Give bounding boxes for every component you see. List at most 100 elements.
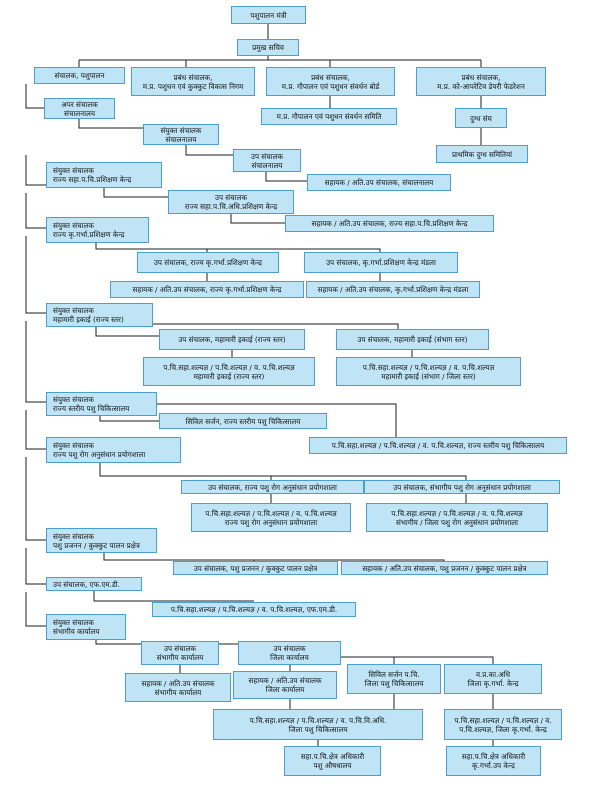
box-text-line: प.चि.सहा.शल्यज्ञ / प.चि.शल्यज्ञ / व. प.च… <box>391 508 523 518</box>
box-text-line: राज्य सहा.प.चि.अधि.प्रशिक्षण केन्द्र <box>184 202 278 211</box>
box-text-line: प.चि.सहा.शल्यज्ञ / प.चि.शल्यज्ञ / व. प.च… <box>331 441 545 450</box>
box-text-line: जिला कृ.गर्भा. केन्द्र <box>467 679 519 688</box>
box-text-line: सहायक / अति.उप संचालक, पशु प्रजनन / कुक्… <box>362 563 527 573</box>
box-text-line: उप संचालक, संभागीय पशु रोग अनुसंधान प्रय… <box>393 482 531 492</box>
box-text-line: संचालनालय <box>63 108 96 118</box>
asst-training-box: सहायक / अति.उप संचालक, राज्य सहा.प.चि.प्… <box>285 215 494 232</box>
box-text-line: संभागीय / जिला पशु रोग अनुसंधान प्रयोगशा… <box>396 517 518 527</box>
box-text-line: उप संचालक, महामारी इकाई (राज्य स्तर) <box>178 335 286 344</box>
box-text-line: उप संचालक, एफ.एम.डी. <box>53 579 120 589</box>
box-text-line: व.प्र.का.अधि <box>475 670 511 679</box>
box-text-line: प.चि.सहा.शल्यज्ञ / प.चि.शल्यज्ञ / व. <box>454 715 552 725</box>
box-text-line: संयुक्त संचालक <box>53 306 94 315</box>
dd-ai-state-box: उप संचालक, राज्य कृ.गर्भा.प्रशिक्षण केन्… <box>137 252 279 273</box>
box-text-line: सहा.प.चि.क्षेत्र अधिकारी <box>461 752 526 761</box>
vet-lab-state-box: प.चि.सहा.शल्यज्ञ / प.चि.शल्यज्ञ / व. प.च… <box>191 503 351 532</box>
box-text-line: उप संचालक <box>251 151 283 161</box>
box-text-line: उप संचालक, महामारी इकाई (संभाग स्तर) <box>357 335 468 344</box>
box-text-line: महामारी इकाई (राज्य स्तर) <box>193 371 265 381</box>
box-text-line: म.प्र. को-आपरेटिव डेयरी फेडरेशन <box>437 81 525 91</box>
box-text-line: उप संचालक <box>164 644 196 653</box>
dd-lab-state-box: उप संचालक, राज्य पशु रोग अनुसंधान प्रयोग… <box>181 480 364 494</box>
md-poultry-box: प्रबंध संचालक,म.प्र. पशुधन एवं कुक्कुट व… <box>131 67 255 96</box>
minister-box: पशुपालन मंत्री <box>231 6 306 24</box>
connector <box>394 656 494 664</box>
box-text-line: अपर संचालक <box>61 99 98 109</box>
box-text-line: संभागीय कार्यालय <box>53 627 100 636</box>
connector <box>103 188 168 198</box>
box-text-line: म.प्र. गौपालन एवं पशुधन संवर्धन समिति <box>276 112 382 121</box>
box-text-line: सहायक / अति.उप संचालक, राज्य सहा.प.चि.प्… <box>311 219 468 228</box>
box-text-line: संयुक्त संचालक <box>53 618 94 627</box>
md-gopalan-box: प्रबंध संचालक,म.प्र. गौपालन एवं पशुधन सं… <box>266 67 395 96</box>
vet-epidemic-state-box: प.चि.सहा.शल्यज्ञ / प.चि.शल्यज्ञ / व. प.च… <box>143 357 315 386</box>
box-text-line: प्रमुख सचिव <box>252 43 284 52</box>
principal-secretary-box: प्रमुख सचिव <box>237 39 299 56</box>
box-text-line: प.चि.सहा.शल्यज्ञ / प.चि.शल्यज्ञ / व. प.च… <box>163 362 295 372</box>
box-text-line: राज्य पशु रोग अनुसंधान प्रयोगशाला <box>224 517 318 527</box>
connector <box>25 592 46 627</box>
dd-fmd-box: उप संचालक, एफ.एम.डी. <box>46 577 142 591</box>
connector <box>25 548 46 585</box>
connector <box>254 559 445 561</box>
box-text-line: जिला कार्यालय <box>270 653 309 662</box>
box-text-line: प्रबंध संचालक, <box>173 72 213 82</box>
box-text-line: म.प्र. गौपालन एवं पशुधन संवर्धन बोर्ड <box>281 81 380 91</box>
box-text-line: प.चि.सहा.शल्यज्ञ / प.चि.शल्यज्ञ / व. प.च… <box>249 715 387 725</box>
connector <box>25 84 44 109</box>
connector <box>230 214 285 224</box>
box-text-line: सहा.प.चि.क्षेत्र अधिकारी <box>300 752 365 761</box>
asst-breeding-box: सहायक / अति.उप संचालक, पशु प्रजनन / कुक्… <box>341 561 548 575</box>
box-text-line: राज्य स्तरीय पशु चिकित्सालय <box>53 404 130 413</box>
box-text-line: प.चि.सहा.शल्यज्ञ / प.चि.शल्यज्ञ / व. प.च… <box>362 362 495 372</box>
connector <box>93 591 254 602</box>
connector <box>25 193 46 229</box>
connector <box>265 172 307 182</box>
box-text-line: सहायक / अति.उप संचालक, कृ.गर्भा.प्रशिक्ष… <box>317 285 469 294</box>
connector <box>99 463 272 480</box>
vet-epidemic-div-box: प.चि.सहा.शल्यज्ञ / प.चि.शल्यज्ञ / व. प.च… <box>336 357 521 386</box>
box-text-line: प्राथमिक दुग्ध समितियां <box>451 149 513 159</box>
connector <box>25 457 46 541</box>
connector <box>271 475 467 480</box>
box-text-line: संभागीय कार्यालय <box>156 653 204 662</box>
box-text-line: प्रबंध संचालक, <box>461 72 501 82</box>
box-text-line: म.प्र. पशुधन एवं कुक्कुट विकास निगम <box>142 81 244 91</box>
asst-ai-div-box: सहायक / अति.उप संचालक, कृ.गर्भा.प्रशिक्ष… <box>306 281 480 298</box>
connector <box>25 155 46 186</box>
connector <box>25 236 46 314</box>
dd-epidemic-div-box: उप संचालक, महामारी इकाई (संभाग स्तर) <box>336 329 489 350</box>
avfo-subcentre-box: सहा.प.चि.क्षेत्र अधिकारीकृ.गर्भा.उप केन्… <box>446 746 541 776</box>
box-text-line: सहायक / अति.उप संचालक, राज्य कृ.गर्भा.प्… <box>132 285 282 294</box>
box-text-line: संयुक्त संचालक <box>53 395 94 404</box>
box-text-line: सहायक / अति.उप संचालक <box>248 676 322 685</box>
connector <box>25 321 46 403</box>
box-text-line: सहायक / अति.उप संचालक <box>141 678 215 688</box>
asst-ai-state-box: सहायक / अति.उप संचालक, राज्य कृ.गर्भा.प्… <box>110 281 304 298</box>
box-text-line: जिला पशु चिकित्सालय <box>364 679 424 688</box>
ai-district-box: व.प्र.का.अधिजिला कृ.गर्भा. केन्द्र <box>444 664 542 694</box>
box-text-line: संचालनालय <box>251 160 283 170</box>
connector <box>25 410 46 450</box>
box-text-line: सहायक / अति.उप संचालक, संचालनालय <box>324 178 434 187</box>
box-text-line: संयुक्त संचालक <box>53 166 94 175</box>
box-text-line: महामारी इकाई (राज्य स्तर) <box>53 315 124 324</box>
box-text-line: उप संचालक <box>215 193 247 202</box>
box-text-line: प.चि.शल्यज्ञ, जिला कृ.गर्भा. केन्द्र <box>459 724 547 734</box>
box-text-line: संयुक्त संचालक <box>53 441 94 450</box>
box-text-line: पशुपालन मंत्री <box>250 10 287 20</box>
civil-surgeon-district-box: सिविल सर्जन प.चि.जिला पशु चिकित्सालय <box>347 664 441 694</box>
vet-lab-div-box: प.चि.सहा.शल्यज्ञ / प.चि.शल्यज्ञ / व. प.च… <box>366 503 548 532</box>
